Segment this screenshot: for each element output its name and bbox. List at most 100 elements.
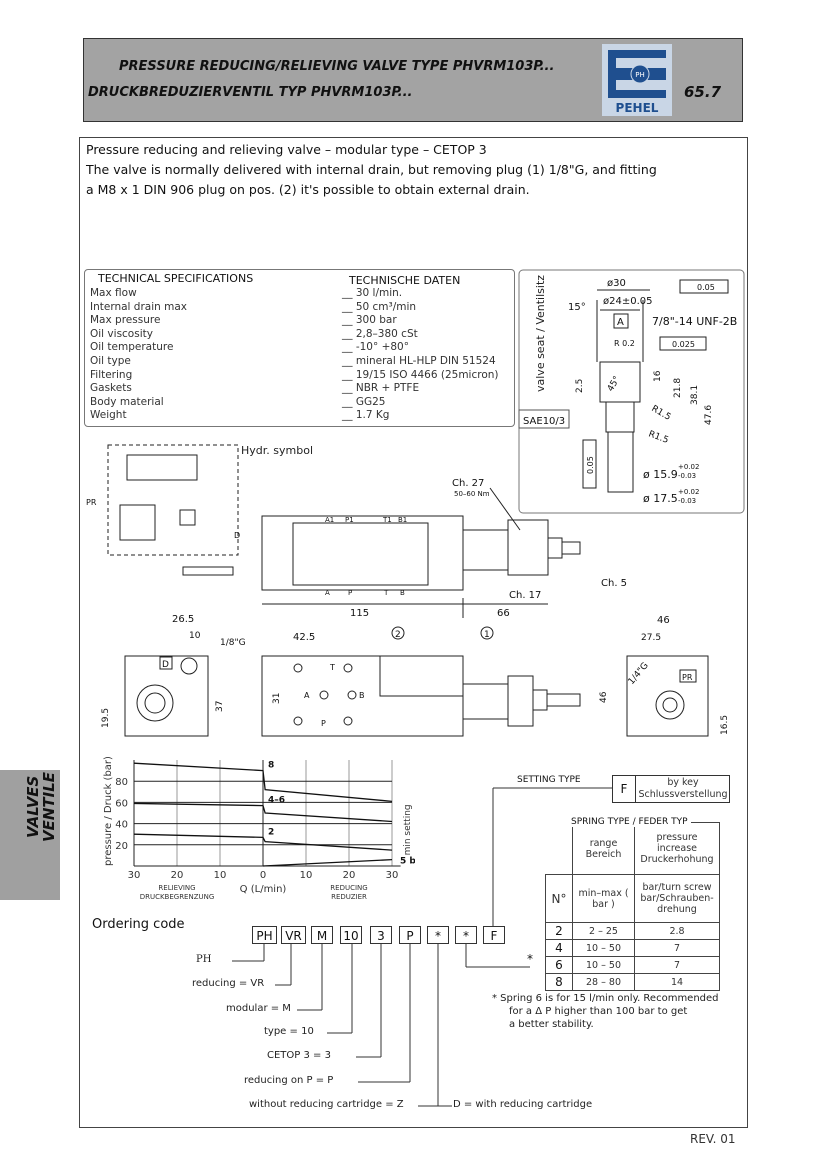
min-setting-label: min setting — [403, 804, 413, 855]
spec-label: Max flow — [90, 287, 137, 299]
intro-line: a M8 x 1 DIN 906 plug on pos. (2) it's p… — [86, 182, 530, 197]
svg-text:ø24±0.05: ø24±0.05 — [603, 296, 653, 307]
spring-note: * Spring 6 is for 15 l/min only. Recomme… — [492, 993, 719, 1004]
svg-text:16.5: 16.5 — [720, 715, 730, 735]
ordering-legend: reducing = VR — [192, 978, 265, 989]
series-line — [133, 833, 393, 851]
setting-desc: by key — [667, 777, 699, 788]
svg-text:PEHEL: PEHEL — [616, 101, 659, 115]
setting-type-title: SETTING TYPE — [517, 775, 581, 785]
ordering-code-title: Ordering code — [92, 917, 185, 932]
reducing-label: REDUCING — [330, 884, 367, 892]
svg-text:PR: PR — [86, 498, 97, 507]
content-frame — [79, 137, 748, 1128]
code-segment: * — [455, 926, 477, 944]
spec-label: Oil temperature — [90, 341, 174, 354]
spec-value: __ -10° +80° — [342, 341, 409, 354]
svg-text:27.5: 27.5 — [641, 633, 661, 643]
svg-text:19.5: 19.5 — [101, 708, 111, 728]
series-label: 5 bar — [400, 857, 415, 867]
spec-value: __ mineral HL-HLP DIN 51524 — [342, 355, 496, 367]
svg-text:valve seat / Ventilsitz: valve seat / Ventilsitz — [534, 275, 547, 392]
setting-type-box: F by key Schlussverstellung — [612, 775, 730, 803]
code-segment: * — [427, 926, 449, 944]
svg-text:37: 37 — [215, 701, 225, 712]
tech-spec-box — [84, 269, 515, 427]
x-tick-label: 20 — [171, 870, 184, 881]
x-tick-label: 10 — [214, 870, 227, 881]
x-tick-label: 30 — [128, 870, 141, 881]
svg-text:0.05: 0.05 — [697, 283, 715, 292]
svg-text:B1: B1 — [398, 516, 407, 524]
page-number: 65.7 — [684, 83, 722, 101]
ordering-legend: modular = M — [226, 1003, 291, 1014]
x-tick-label: 20 — [343, 870, 356, 881]
spring-note: a better stability. — [509, 1019, 594, 1030]
svg-text:10: 10 — [189, 631, 201, 641]
svg-text:47.6: 47.6 — [704, 405, 714, 425]
svg-text:115: 115 — [350, 608, 369, 619]
spec-value: __ NBR + PTFE — [342, 382, 420, 395]
relieving-label: RELIEVING — [158, 884, 195, 892]
svg-text:P: P — [348, 589, 352, 597]
code-segment: PH — [252, 926, 277, 944]
y-tick-label: 40 — [115, 820, 128, 831]
header-banner: PRESSURE REDUCING/RELIEVING VALVE TYPE P… — [83, 38, 743, 122]
svg-text:T1: T1 — [382, 516, 392, 524]
spec-value: __ 19/15 ISO 4466 (25micron) — [342, 368, 499, 381]
series-label: 8 — [268, 761, 274, 771]
y-tick-label: 20 — [115, 841, 128, 852]
series-label: 2 — [268, 827, 274, 837]
svg-text:ø 15.9: ø 15.9 — [643, 468, 678, 481]
svg-text:46: 46 — [657, 615, 670, 626]
series-label: 4–6 — [268, 796, 285, 806]
spec-value: __ 300 bar — [342, 314, 397, 327]
intro-line: Pressure reducing and relieving valve – … — [86, 142, 487, 157]
reducing-label: REDUZIER — [331, 893, 367, 901]
spec-value: __ GG25 — [342, 395, 386, 408]
ordering-legend: PH — [196, 954, 212, 965]
revision: REV. 01 — [690, 1132, 736, 1146]
x-tick-label: 10 — [300, 870, 313, 881]
svg-text:38.1: 38.1 — [690, 385, 700, 405]
svg-text:R 0.2: R 0.2 — [614, 339, 635, 348]
svg-text:B: B — [359, 691, 365, 700]
svg-text:26.5: 26.5 — [172, 614, 194, 625]
svg-text:Ch. 5: Ch. 5 — [601, 578, 627, 589]
svg-text:66: 66 — [497, 608, 510, 619]
valve-seat-drawing: SAE10/3 valve seat / Ventilsitz ø30 ø24±… — [518, 269, 745, 514]
setting-code: F — [613, 776, 636, 802]
logo-mark-icon: PH PEHEL — [608, 50, 666, 115]
svg-text:15°: 15° — [568, 302, 586, 313]
svg-text:31: 31 — [272, 693, 282, 704]
svg-text:P: P — [321, 719, 326, 728]
svg-text:Hydr. symbol: Hydr. symbol — [241, 444, 313, 457]
code-segment: F — [483, 926, 505, 944]
spec-label: Oil viscosity — [90, 327, 153, 340]
svg-text:ø 17.5: ø 17.5 — [643, 492, 678, 505]
spec-title-de: TECHNISCHE DATEN — [349, 274, 461, 287]
side-tab: VALVES VENTILE — [0, 770, 60, 900]
code-segment: M — [311, 926, 333, 944]
series-line — [262, 858, 393, 867]
spring-note: for a Δ P higher than 100 bar to get — [509, 1006, 688, 1017]
header-n: N° — [545, 874, 573, 923]
svg-text:B: B — [400, 589, 405, 597]
svg-text:D: D — [234, 531, 240, 540]
pehel-logo: PH PEHEL — [602, 44, 672, 116]
spec-label: Filtering — [90, 368, 133, 381]
valve-right-view: PR 1/4"G 46 27.5 46 16.5 — [599, 615, 730, 737]
svg-text:2: 2 — [395, 630, 401, 640]
ordering-legend: D = with reducing cartridge — [453, 1099, 593, 1110]
svg-text:P1: P1 — [345, 516, 354, 524]
series-line — [133, 802, 393, 823]
x-tick-label: 30 — [386, 870, 399, 881]
svg-text:Ch. 27: Ch. 27 — [452, 478, 484, 489]
svg-text:45°: 45° — [606, 375, 623, 394]
svg-text:46: 46 — [599, 691, 609, 703]
header-range: range Bereich — [572, 822, 635, 875]
spec-value: __ 2,8–380 cSt — [342, 327, 418, 340]
